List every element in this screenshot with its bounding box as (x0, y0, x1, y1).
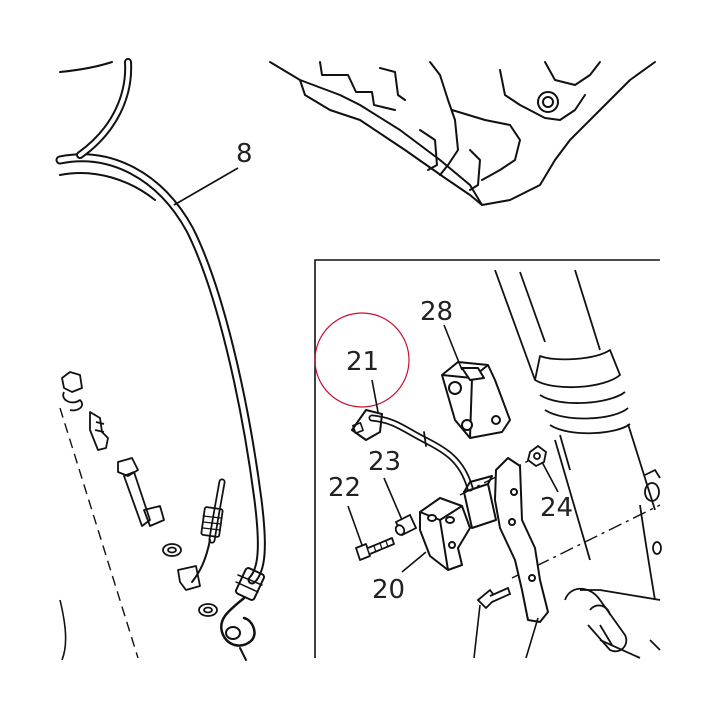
axis-line-upper (459, 454, 541, 496)
fork-lower (564, 469, 662, 659)
bracket (494, 457, 549, 623)
leader-line-24 (541, 461, 559, 493)
callout-28: 28 (420, 297, 453, 327)
leader-line-22 (347, 505, 363, 546)
callout-22: 22 (328, 473, 361, 503)
callout-24: 24 (540, 493, 573, 523)
lower-bolt (476, 586, 512, 610)
frame-edge-left (59, 599, 67, 661)
leader-line-28 (443, 324, 463, 371)
brake-hose (55, 58, 266, 661)
leader-line-bracket (525, 617, 539, 659)
callout-20: 20 (372, 575, 405, 605)
leader-line-lower-bolt (473, 604, 481, 659)
leader-lines (347, 324, 559, 659)
bleeder-assembly (61, 371, 218, 617)
spacer-part-23 (394, 513, 418, 537)
callout-23: 23 (368, 447, 401, 477)
detail-panel-frame (314, 259, 660, 658)
upper-housing-part (269, 61, 656, 206)
nut-part-24 (526, 444, 547, 468)
leader-line-8 (173, 167, 239, 206)
secondary-hose (191, 478, 226, 583)
callout-8: 8 (236, 139, 253, 169)
axis-line-left (59, 407, 139, 659)
callout-21: 21 (346, 347, 379, 377)
screw-part-22 (355, 537, 395, 561)
highlight-circle (314, 312, 410, 408)
leader-line-20 (401, 551, 427, 573)
clamp-part-28 (441, 361, 511, 439)
leader-line-21 (371, 379, 379, 413)
fork-tube (494, 269, 656, 561)
sensor-cable-part-21 (351, 409, 497, 529)
sensor-mount-part-20 (419, 497, 471, 571)
leader-line-23 (383, 477, 403, 521)
